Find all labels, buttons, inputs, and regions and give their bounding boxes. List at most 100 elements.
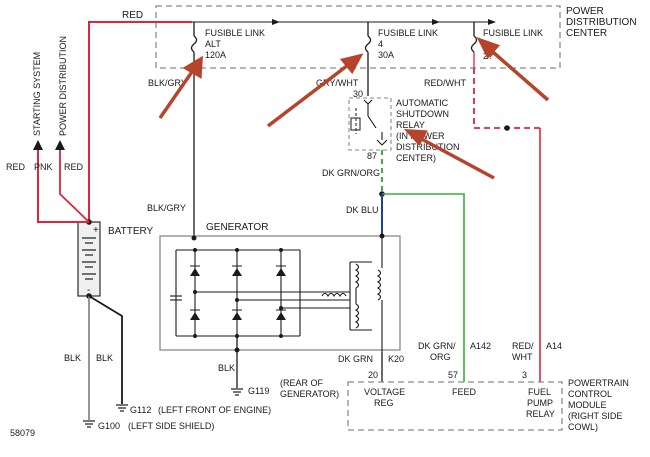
pdc-title-2: DISTRIBUTION [566,17,637,28]
bus-arrow-3 [488,19,496,25]
generator-dots [193,248,283,338]
battery-title: BATTERY [108,226,154,237]
relay-box [348,97,392,151]
relay-switch [350,99,388,146]
battery-minus: - [87,285,90,296]
wire-dkgrn-org-label: DK GRN/ORG [322,168,380,178]
arrow-link4 [266,60,354,128]
pcm-title-5: COWL) [568,422,598,432]
pdc-title-3: CENTER [566,28,607,39]
annotation-arrows [158,36,550,180]
wire-gry-wht: GRY/WHT [316,78,359,88]
battery-cells [82,237,96,280]
g119-label: G119 [248,386,269,396]
fl-4-line3: 30A [378,50,394,60]
fl-alt-line3: 120A [205,50,226,60]
left-red2-label: RED [64,162,84,172]
left-pnk-label: PNK [34,162,53,172]
pcm-box [347,381,563,431]
relay-pin-30: 30 [353,89,363,99]
starting-system-label: STARTING SYSTEM [32,52,42,136]
splice-dot-red [504,125,510,131]
wire-dk-grn-label: DK GRN [338,354,373,364]
battery-plus: + [93,225,99,236]
generator-title: GENERATOR [206,222,268,233]
generator-box [159,235,401,351]
relay-pin-87: 87 [367,151,377,161]
wire-pd-red [59,150,90,223]
arrow-link4-head [339,53,364,75]
bus-arrow-2 [432,19,440,25]
left-red-label: RED [6,162,26,172]
wire-red-wht-dashed [473,68,540,129]
stator-windings [321,236,383,352]
gen-ground-blk: BLK [218,363,235,373]
pcm-pin-57: 57 [448,370,458,380]
relay-line2: SHUTDOWN [396,109,449,119]
relay-line3: RELAY [396,120,425,130]
relay-line1: AUTOMATIC [396,98,449,108]
gen-term-b [191,235,197,241]
fl-alt-line1: FUSIBLE LINK [205,28,265,38]
fusible-link-2 [470,22,478,68]
pcm-title-3: MODULE [568,400,607,410]
pcm-vreg-1: VOLTAGE [364,387,405,397]
wire-k20-label: K20 [388,354,404,364]
start-arrow [33,140,43,150]
g119-desc-1: (REAR OF [280,378,324,388]
g100-desc: (LEFT SIDE SHIELD) [128,421,214,431]
pcm-pin-20: 20 [368,370,378,380]
ground-symbol-g119 [231,388,243,396]
wire-green-to-pcm [382,193,465,382]
wire-dk-blu-label: DK BLU [346,205,379,215]
arrow-link2-head [476,36,501,60]
g112-label: G112 [130,405,151,415]
gen-ground-dot [234,347,240,353]
g119-desc-2: GENERATOR) [280,389,339,399]
ground-symbol-g112 [116,404,128,412]
pcm-fpr-1: FUEL [528,387,551,397]
arrow-link2 [484,44,550,102]
power-distribution-label: POWER DISTRIBUTION [58,36,68,136]
pcm-pin-3: 3 [522,370,527,380]
arrow-relay [415,134,495,180]
wire-red-wht: RED/WHT [424,78,466,88]
battery-feed-wire-red [88,21,192,222]
wire-start-red [37,150,89,223]
blk-label-2: BLK [96,353,113,363]
pcm-title-4: (RIGHT SIDE [568,411,622,421]
pcm-feed: FEED [452,387,477,397]
pcm-fpr-3: RELAY [526,409,555,419]
pdc-box [155,5,561,69]
relay-line6: CENTER) [396,153,436,163]
wire-blk-g112 [88,295,123,404]
fl-4-line2: 4 [378,39,383,49]
pcm-wire-redwht-1: RED/ [512,341,534,351]
fl-4-line1: FUSIBLE LINK [378,28,438,38]
arrow-alt [158,65,198,119]
g100-label: G100 [98,421,120,431]
pdc-title-1: POWER [566,6,604,17]
relay-line5: DISTRIBUTION [396,142,460,152]
pcm-wire-redwht-2: WHT [512,352,533,362]
pcm-fpr-2: PUMP [527,398,553,408]
blk-label-1: BLK [64,353,81,363]
fusible-link-4 [364,22,372,68]
pcm-wire-dkgrn-1: DK GRN/ [418,341,456,351]
ground-symbol-g100 [83,420,95,428]
pcm-wire-dkgrn-2: ORG [430,352,451,362]
pcm-wire-a142: A142 [470,341,491,351]
pcm-title-2: CONTROL [568,389,612,399]
pcm-title-1: POWERTRAIN [568,378,629,388]
pcm-vreg-2: REG [374,398,394,408]
wire-blk-gry-top: BLK/GRY [148,78,187,88]
fl-2-line1: FUSIBLE LINK [483,28,543,38]
pd-arrow [55,140,65,150]
bus-arrow-1 [272,19,280,25]
arrow-relay-head [403,128,428,146]
arrow-alt-head [182,55,203,79]
g112-desc: (LEFT FRONT OF ENGINE) [158,405,271,415]
rectifier-bridge [170,249,350,337]
